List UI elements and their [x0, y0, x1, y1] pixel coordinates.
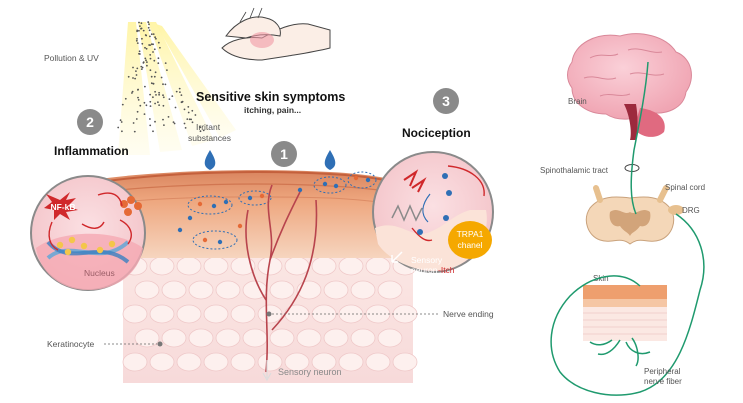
keratinocyte-label: Keratinocyte — [47, 339, 95, 349]
peripheral-nerve-pathway — [550, 61, 705, 396]
keratinocyte-marker — [157, 341, 163, 347]
step-badge-3: 3 — [433, 88, 459, 114]
spinal-cord-cross-section — [585, 185, 684, 245]
svg-text:2: 2 — [86, 114, 94, 130]
molecule-clusters — [187, 171, 377, 250]
sensory-neuron-arrow-icon — [262, 360, 272, 382]
step-badge-1: 1 — [271, 141, 297, 167]
irritant-label-line2: substances — [188, 133, 231, 143]
molecule-dots — [177, 175, 371, 245]
irritant-droplet-icon — [204, 150, 336, 170]
nerve-fibers — [245, 184, 318, 373]
peripheral-label-line2: nerve fiber — [644, 377, 682, 386]
drg-label: DRG — [682, 206, 700, 215]
brain-illustration — [567, 33, 692, 140]
brain-label: Brain — [568, 97, 587, 106]
nociception-detail-circle — [372, 151, 494, 273]
nerve-ending-label: Nerve ending — [443, 309, 494, 319]
nucleus-label: Nucleus — [84, 268, 115, 278]
peripheral-label-line1: Peripheral — [644, 367, 681, 376]
pollution-particles — [117, 21, 205, 133]
spinal-cord-label: Spinal cord — [665, 183, 705, 192]
step-badge-2: 2 — [77, 109, 103, 135]
keratinocyte-cells — [122, 256, 418, 372]
itch-label: -Itch — [438, 265, 455, 275]
sensory-neuron-itch-line2: neuron — [411, 265, 438, 275]
skin-label: Skin — [593, 274, 609, 283]
scratching-hand-illustration — [221, 7, 331, 61]
uv-light-beams — [118, 22, 236, 155]
irritant-label-line1: Irritant — [196, 122, 221, 132]
nerve-ending-marker — [266, 311, 272, 317]
spinothalamic-label: Spinothalamic tract — [540, 166, 609, 175]
skin-section-illustration — [583, 285, 667, 341]
inflammation-title: Inflammation — [54, 144, 129, 158]
symptoms-subtitle: itching, pain... — [244, 105, 301, 115]
inflammation-detail-circle — [30, 175, 146, 291]
sensory-neuron-label: Sensory neuron — [278, 367, 342, 377]
nociception-title: Nociception — [402, 126, 471, 140]
pollution-label: Pollution & UV — [44, 53, 99, 63]
svg-text:1: 1 — [280, 146, 288, 162]
nfkb-label: NF-kB — [50, 202, 75, 212]
svg-text:3: 3 — [442, 93, 450, 109]
sensory-neuron-itch-line1: Sensory — [411, 255, 443, 265]
symptoms-title: Sensitive skin symptoms — [196, 90, 345, 104]
skin-cross-section — [92, 170, 420, 383]
trpa1-label-line2: chanel — [457, 240, 482, 250]
trpa1-label-line1: TRPA1 — [457, 229, 484, 239]
